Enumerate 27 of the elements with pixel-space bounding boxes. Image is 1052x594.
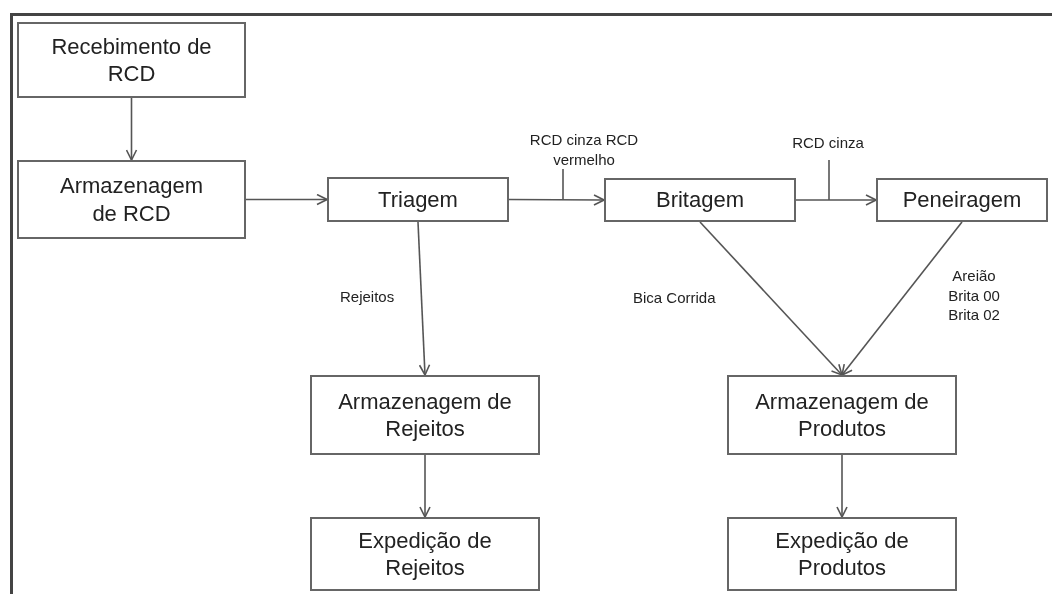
box-label: Armazenagem de Produtos (755, 387, 929, 443)
process-box (17, 160, 246, 239)
arrow (699, 221, 843, 376)
arrow (417, 221, 431, 376)
arrow (836, 454, 848, 518)
process-box (310, 375, 540, 455)
process-box (876, 178, 1048, 222)
process-box (17, 22, 246, 98)
box-label: Expedição de Rejeitos (357, 526, 493, 582)
arrow (419, 454, 431, 518)
arrow (841, 221, 963, 376)
process-box (727, 375, 957, 455)
arrow (125, 97, 138, 161)
process-box (604, 178, 796, 222)
arrow (795, 194, 877, 206)
arrow (245, 193, 328, 206)
box-label: Britagem (655, 186, 744, 214)
process-box (327, 177, 509, 222)
process-box (727, 517, 957, 591)
box-label: Armazenagem de Rejeitos (338, 387, 512, 443)
arrow (508, 194, 605, 206)
box-label: Armazenagem de RCD (58, 172, 205, 227)
box-label: Triagem (378, 185, 458, 214)
box-label: Peneiragem (902, 186, 1022, 214)
box-label: Recebimento de RCD (50, 32, 213, 88)
process-box (310, 517, 540, 591)
box-label: Expedição de Produtos (774, 526, 910, 582)
